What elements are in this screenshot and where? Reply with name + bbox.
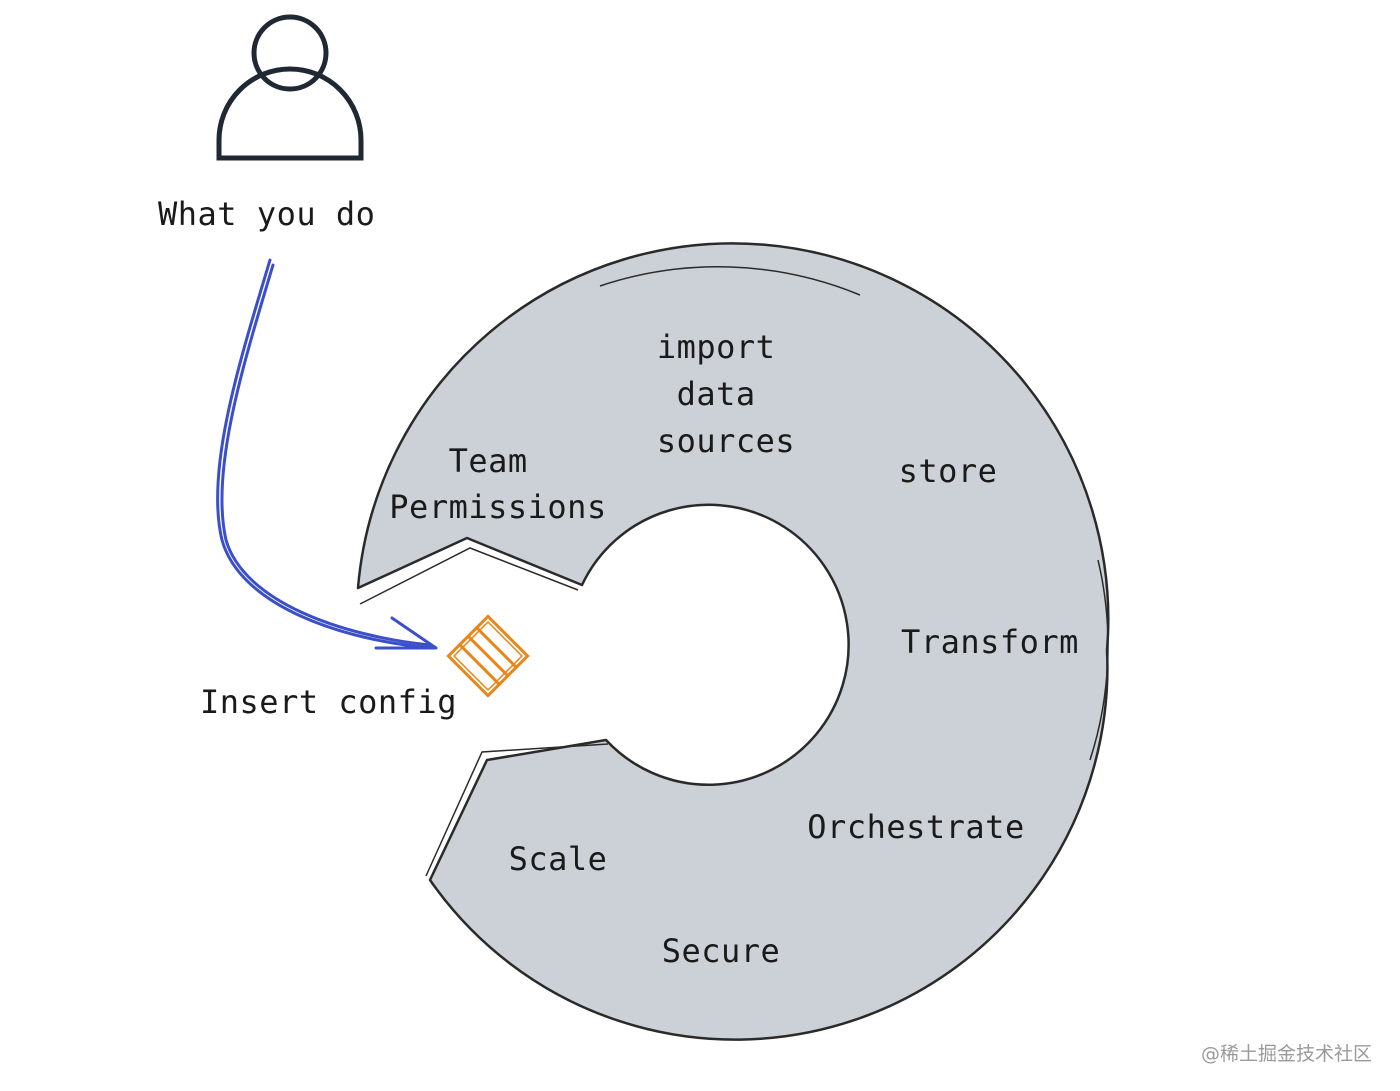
segment-store: store — [899, 452, 998, 490]
segment-transform: Transform — [901, 623, 1079, 661]
person-icon — [216, 14, 364, 161]
watermark: @稀土掘金技术社区 — [1201, 1043, 1372, 1065]
segment-secure: Secure — [662, 932, 781, 970]
segment-orchestrate: Orchestrate — [807, 808, 1024, 846]
arrow-head — [374, 616, 438, 650]
ring-shape — [356, 241, 1110, 1041]
ring-sketch-left-notch — [359, 547, 579, 605]
process-ring — [356, 241, 1110, 1041]
insert-arrow — [216, 258, 438, 650]
user-label: What you do — [158, 195, 375, 233]
ring-sketch-lower-notch — [425, 743, 609, 877]
segment-team-permissions: Team Permissions — [389, 442, 606, 526]
ring-sketch-outer — [599, 266, 861, 296]
config-file-icon — [446, 614, 530, 698]
segment-import-data-sources: import data sources — [657, 328, 795, 460]
config-label: Insert config — [200, 683, 457, 721]
segment-scale: Scale — [509, 840, 608, 878]
ring-sketch-right — [1089, 559, 1109, 761]
